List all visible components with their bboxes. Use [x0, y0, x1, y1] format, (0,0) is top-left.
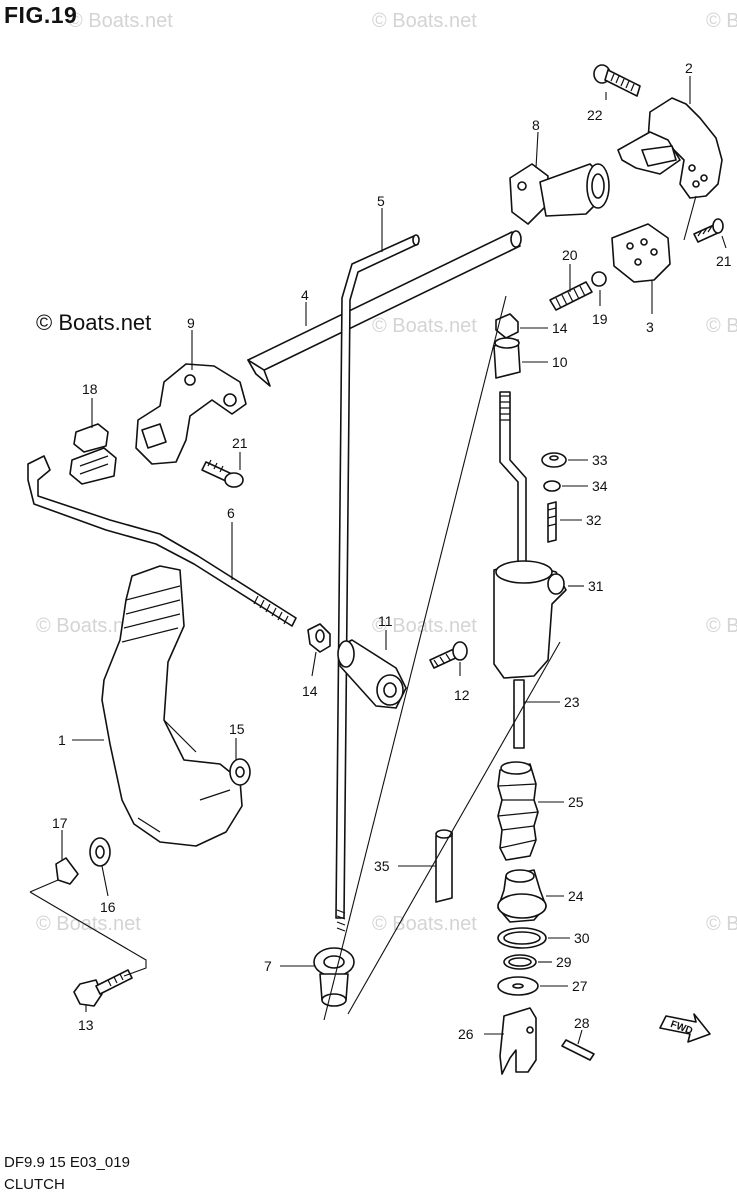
callout: 19	[592, 311, 608, 327]
callout: 16	[100, 899, 116, 915]
figure-code: DF9.9 15 E03_019	[4, 1154, 130, 1171]
part-35-pin[interactable]	[435, 829, 453, 903]
watermark: © Boats.net	[36, 615, 141, 637]
watermark: © Boats.net	[706, 615, 737, 637]
callout: 32	[586, 512, 602, 528]
callout: 27	[572, 978, 588, 994]
part-21-bolt-left[interactable]	[201, 459, 244, 488]
part-30-o-ring[interactable]	[497, 927, 547, 949]
part-9-bell-crank[interactable]	[135, 363, 247, 465]
part-15-washer[interactable]	[229, 758, 251, 786]
watermark: © Boats.net	[68, 10, 173, 32]
part-6-link-rod[interactable]	[27, 455, 297, 627]
callout: 35	[374, 858, 390, 874]
part-21-bolt-right[interactable]	[693, 218, 724, 243]
leader-lines	[29, 76, 727, 1045]
callout: 5	[377, 193, 385, 209]
part-17-clip[interactable]	[55, 857, 79, 885]
callout: 14	[552, 320, 568, 336]
part-19-ball[interactable]	[591, 271, 607, 287]
part-12-bolt[interactable]	[429, 641, 468, 669]
callout: 29	[556, 954, 572, 970]
shift-rod-lower	[499, 391, 527, 573]
part-8-shift-arm[interactable]	[509, 163, 610, 225]
part-7-grommet[interactable]	[313, 947, 355, 1007]
callout: 8	[532, 117, 540, 133]
part-32-pin[interactable]	[547, 501, 557, 543]
callout: 4	[301, 287, 309, 303]
watermark: © Boats.net	[372, 315, 477, 337]
part-20-spring[interactable]	[549, 281, 593, 311]
watermark: © Boats.net	[36, 913, 141, 935]
part-31-cam-housing[interactable]	[493, 560, 567, 679]
callout: 1	[58, 732, 66, 748]
part-2-bracket[interactable]	[617, 97, 723, 199]
part-18-clip[interactable]	[69, 423, 117, 485]
part-14-nut-upper[interactable]	[495, 313, 519, 339]
part-28-pin[interactable]	[561, 1039, 595, 1061]
callout: 31	[588, 578, 604, 594]
part-1-shift-handle[interactable]	[101, 565, 243, 847]
part-24-cam[interactable]	[497, 869, 547, 923]
copyright-notice: © Boats.net	[36, 310, 152, 335]
part-27-washer[interactable]	[497, 976, 539, 996]
callout: 34	[592, 478, 608, 494]
watermark: © Boats.net	[706, 913, 737, 935]
watermark: © Boats.net	[706, 10, 737, 32]
callout: 28	[574, 1015, 590, 1031]
callout: 15	[229, 721, 245, 737]
part-22-bolt[interactable]	[593, 64, 641, 97]
part-4-shift-shaft[interactable]	[247, 230, 522, 387]
callout: 11	[378, 613, 393, 629]
callout: 7	[264, 958, 272, 974]
callout: 10	[552, 354, 568, 370]
callout: 6	[227, 505, 235, 521]
callout: 20	[562, 247, 578, 263]
callout: 13	[78, 1017, 94, 1033]
callout: 25	[568, 794, 584, 810]
callout: 23	[564, 694, 580, 710]
callout: 9	[187, 315, 195, 331]
callout: 12	[454, 687, 470, 703]
callout: 21	[716, 253, 732, 269]
part-10-collar[interactable]	[493, 337, 521, 379]
callout: 17	[52, 815, 68, 831]
callout: 22	[587, 107, 603, 123]
callout: 18	[82, 381, 98, 397]
figure-name: CLUTCH	[4, 1176, 65, 1193]
callout-numbers: 2 22 8 5 4 9 18 21 6 20 19 3 21 14 10 33…	[52, 60, 732, 1042]
fwd-arrow-icon: FWD	[659, 1013, 711, 1043]
part-3-cam-plate[interactable]	[611, 223, 671, 283]
callout: 14	[302, 683, 318, 699]
part-33-nut[interactable]	[541, 452, 567, 468]
part-11-lever[interactable]	[337, 639, 407, 709]
figure-title: FIG.19	[4, 2, 78, 28]
part-34-washer[interactable]	[543, 480, 561, 492]
part-29-o-ring[interactable]	[503, 954, 537, 970]
watermark: © Boats.net	[372, 10, 477, 32]
part-26-bracket[interactable]	[499, 1007, 537, 1075]
watermarks: © Boats.net © Boats.net © Boats.net © Bo…	[36, 10, 737, 935]
part-14-nut-lower[interactable]	[307, 623, 331, 653]
part-25-boot[interactable]	[497, 761, 539, 861]
watermark: © Boats.net	[372, 615, 477, 637]
part-13-bolt[interactable]	[73, 969, 133, 1007]
callout: 2	[685, 60, 693, 76]
watermark: © Boats.net	[372, 913, 477, 935]
callout: 21	[232, 435, 248, 451]
part-5-shift-rod[interactable]	[335, 234, 420, 932]
callout: 24	[568, 888, 584, 904]
callout: 33	[592, 452, 608, 468]
callout: 26	[458, 1026, 474, 1042]
part-16-washer[interactable]	[89, 837, 111, 867]
callout: 30	[574, 930, 590, 946]
watermark: © Boats.net	[706, 315, 737, 337]
callout: 3	[646, 319, 654, 335]
